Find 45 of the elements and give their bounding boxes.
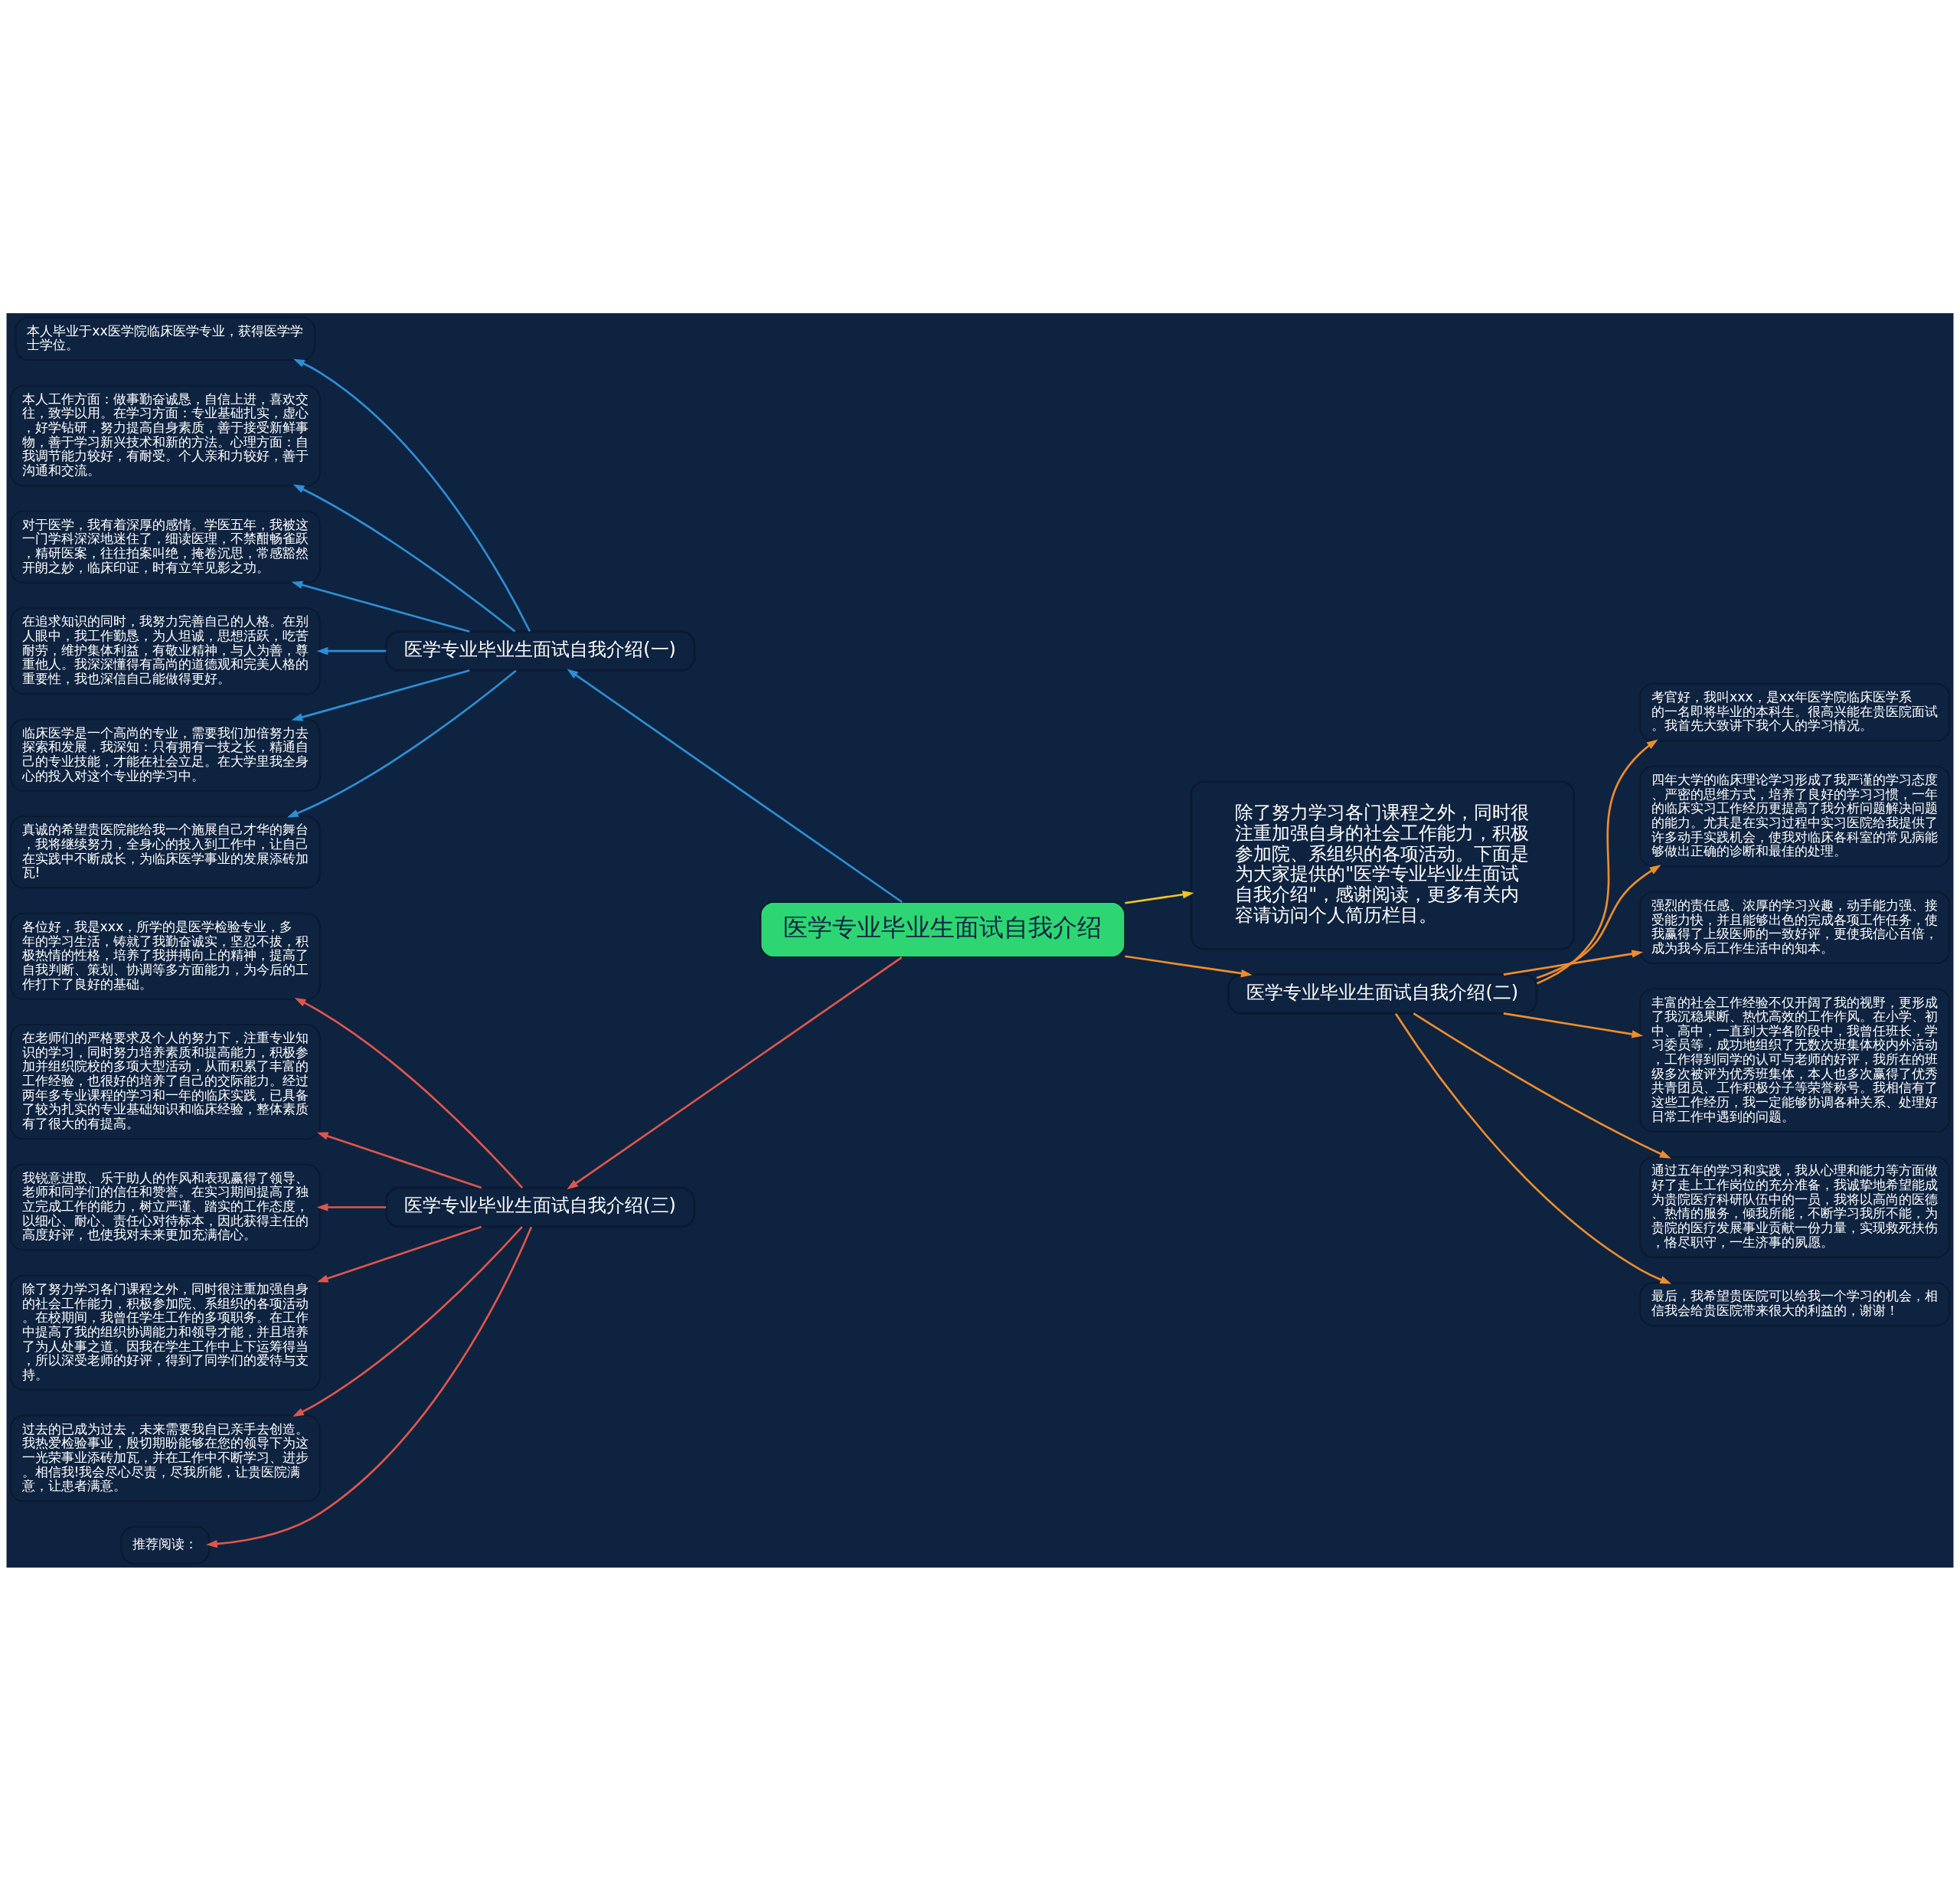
arrow <box>567 668 903 903</box>
arrow <box>316 646 387 655</box>
node-box: 医学专业毕业生面试自我介绍(三) <box>385 1186 696 1228</box>
arrow <box>291 669 470 721</box>
arrow <box>286 669 517 817</box>
node-box: 真诚的希望贵医院能给我一个施展自己才华的舞台，我将继续努力，全身心的投入到工作中，让自己在实践中不断成长，为临床医学事业的发展添砖加瓦! <box>9 815 321 888</box>
arrow <box>316 1132 482 1188</box>
node-box: 考官好，我叫xxx，是xx年医学院临床医学系的一名即将毕业的本科生。很高兴能在贵医院面试。我首先大致讲下我个人的学习情况。 <box>1639 682 1951 741</box>
node-box: 除了努力学习各门课程之外，同时很注重加强自身的社会工作能力，积极参加院、系组织的各项活动。下面是为大家提供的"医学专业毕业生面试自我介绍"，感谢阅读，更多有关内容请访问个人简历栏目。 <box>1190 780 1575 950</box>
arrow <box>292 484 516 633</box>
node-box: 除了努力学习各门课程之外，同时很注重加强自身的社会工作能力，积极参加院、系组织的各项活动。在校期间，我曾任学生工作的多项职务。在工作中提高了我的组织协调能力和领导才能，并且培养了为人处事之道。因我在学生工作中上下运筹得当，所以深受老师的好评，得到了同学们的爱待与支持。 <box>9 1274 321 1391</box>
node-box: 在老师们的严格要求及个人的努力下，注重专业知识的学习，同时努力培养素质和提高能力，积极参加并组织院校的多项大型活动，从而积累了丰富的工作经验，也很好的培养了自己的交际能力。经过两年多专业课程的学习和一年的临床实践，已具备了较为扎实的专业基础知识和临床经验，整体素质有了很大的有提高。 <box>9 1023 321 1139</box>
node-box: 过去的已成为过去，未来需要我自已亲手去创造。我热爱检验事业，殷切期盼能够在您的领导下为这一光荣事业添砖加瓦，并在工作中不断学习、进步。相信我!我会尽心尽责，尽我所能，让贵医院满意，让患者满意。 <box>9 1414 321 1502</box>
arrow <box>294 997 524 1188</box>
node-box: 推荐阅读： <box>120 1525 211 1564</box>
arrow <box>1125 890 1194 904</box>
node-box: 医学专业毕业生面试自我介绍(一) <box>385 630 696 672</box>
node-box: 丰富的社会工作经验不仅开阔了我的视野，更形成了我沉稳果断、热忱高效的工作作风。在小学、初中、高中，一直到大学各阶段中，我曾任班长，学习委员等，成功地组织了无数次班集体校内外活动，工作得到同学的认可与老师的好评，我所在的班级多次被评为优秀班集体，本人也多次赢得了优秀共青团员、工作积极分子等荣誉称号。我相信有了这些工作经历，我一定能够协调各种关系、处理好日常工作中遇到的问题。 <box>1639 987 1951 1133</box>
arrow <box>1413 1012 1671 1159</box>
arrow <box>291 580 470 633</box>
arrow <box>1503 949 1644 976</box>
node-box: 我锐意进取、乐于助人的作风和表现赢得了领导、老师和同学们的信任和赞誉。在实习期间提高了独立完成工作的能力，树立严谨、踏实的工作态度，以细心、耐心、责任心对待标本，因此获得主任的高度好评，也使我对未来更加充满信心。 <box>9 1163 321 1251</box>
arrow <box>316 1225 482 1282</box>
arrow <box>567 956 903 1189</box>
node-box: 本人工作方面：做事勤奋诚恳，自信上进，喜欢交往，致学以用。在学习方面：专业基础扎实，虚心，好学钻研，努力提高自身素质，善于接受新鲜事物，善于学习新兴技术和新的方法。心理方面：自我调节能力较好，有耐受。个人亲和力较好，善于沟通和交流。 <box>9 384 321 486</box>
node-box: 临床医学是一个高尚的专业，需要我们加倍努力去探索和发展，我深知：只有拥有一技之长，精通自己的专业技能，才能在社会立足。在大学里我全身心的投入对这个专业的学习中。 <box>9 718 321 792</box>
node-box: 通过五年的学习和实践，我从心理和能力等方面做好了走上工作岗位的充分准备，我诚挚地希望能成为贵院医疗科研队伍中的一员，我将以高尚的医德、热情的服务，倾我所能，不断学习我所不能，为贵院的医疗发展事业贡献一份力量，实现救死扶伤，恪尽职守，一生济事的夙愿。 <box>1639 1156 1951 1258</box>
arrow <box>1394 1012 1672 1283</box>
node-box: 对于医学，我有着深厚的感情。学医五年，我被这一门学科深深地迷住了，细读医理，不禁酣畅雀跃，精研医案，往往拍案叫绝，掩卷沉思，常感豁然开朗之妙，临床印证，时有立竿见影之功。 <box>9 510 321 584</box>
arrow <box>1503 1012 1644 1038</box>
node-box: 强烈的责任感、浓厚的学习兴趣，动手能力强、接受能力快，并且能够出色的完成各项工作任务，使我赢得了上级医师的一致好评，更使我信心百倍，成为我今后工作生活中的知本。 <box>1639 891 1951 964</box>
arrow <box>316 1202 387 1211</box>
arrow <box>292 1225 523 1417</box>
arrow <box>1125 954 1253 977</box>
arrow <box>1536 864 1661 979</box>
node-box: 医学专业毕业生面试自我介绍 <box>760 901 1126 958</box>
arrow <box>206 1226 533 1548</box>
arrow <box>293 358 531 632</box>
node-box: 四年大学的临床理论学习形成了我严谨的学习态度、严密的思维方式，培养了良好的学习习惯，一年的临床实习工作经历更提高了我分析问题解决问题的能力。尤其是在实习过程中实习医院给我提供了许多动手实践机会，使我对临床各科室的常见病能够做出正确的诊断和最佳的处理。 <box>1639 765 1951 867</box>
node-box: 本人毕业于xx医学院临床医学专业，获得医学学士学位。 <box>15 316 315 361</box>
node-box: 医学专业毕业生面试自我介绍(二) <box>1227 973 1538 1015</box>
node-box: 在追求知识的同时，我努力完善自己的人格。在别人眼中，我工作勤恳，为人坦诚，思想活跃，吃苦耐劳，维护集体利益，有敬业精神，与人为善，尊重他人。我深深懂得有高尚的道德观和完美人格的重要性，我也深信自己能做得更好。 <box>9 607 321 695</box>
node-box: 最后，我希望贵医院可以给我一个学习的机会，相信我会给贵医院带来很大的利益的，谢谢！ <box>1639 1281 1951 1326</box>
node-box: 各位好，我是xxx，所学的是医学检验专业，多年的学习生活，铸就了我勤奋诚实，坚忍不拔，积极热情的性格，培养了我拼搏向上的精神，提高了自我判断、策划、协调等多方面能力，为今后的工作打下了良好的基础。 <box>9 912 321 1000</box>
arrow <box>1537 738 1658 984</box>
